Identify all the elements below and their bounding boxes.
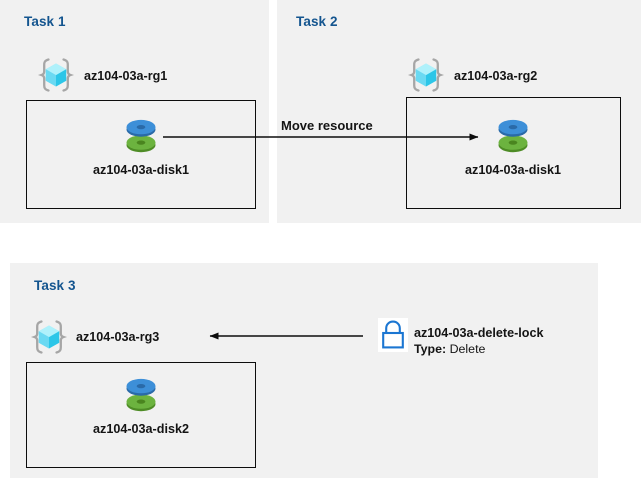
resource-label-disk1-task-1: az104-03a-disk1 — [93, 163, 189, 177]
resource-label-disk2-task-3: az104-03a-disk2 — [93, 422, 189, 436]
lock-type-row: Type: Delete — [414, 342, 485, 356]
panel-task-1 — [0, 0, 269, 223]
panel-title-task-1: Task 1 — [24, 14, 66, 29]
resource-label-disk1-task-2: az104-03a-disk1 — [465, 163, 561, 177]
panel-title-task-2: Task 2 — [296, 14, 338, 29]
disk-icon — [493, 114, 533, 156]
panel-task-2 — [277, 0, 641, 223]
lock-icon — [378, 318, 408, 352]
resource-group-icon — [30, 318, 68, 356]
connector-label-move-resource: Move resource — [281, 118, 373, 133]
resource-container-task-2 — [406, 97, 621, 209]
lock-type-key: Type: — [414, 342, 447, 356]
panel-task-3 — [10, 263, 598, 478]
resource-group-label-rg1: az104-03a-rg1 — [84, 69, 168, 83]
resource-group-icon — [407, 56, 445, 94]
panel-title-task-3: Task 3 — [34, 278, 76, 293]
disk-icon — [121, 114, 161, 156]
resource-group-label-rg3: az104-03a-rg3 — [76, 330, 160, 344]
resource-container-task-1 — [26, 100, 256, 209]
resource-group-label-rg2: az104-03a-rg2 — [454, 69, 538, 83]
resource-container-task-3 — [26, 362, 256, 468]
resource-group-icon — [37, 56, 75, 94]
disk-icon — [121, 373, 161, 415]
lock-type-value: Delete — [449, 342, 486, 356]
lock-label: az104-03a-delete-lock — [414, 326, 544, 340]
